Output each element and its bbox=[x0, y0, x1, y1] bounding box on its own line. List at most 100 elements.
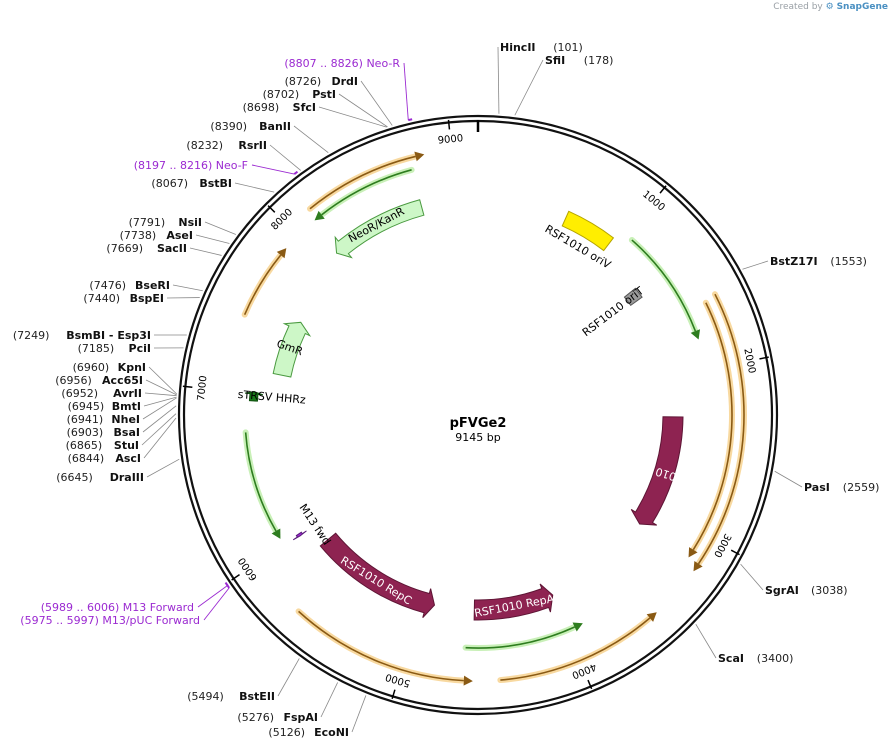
site-name-asei: AseI bbox=[166, 229, 193, 242]
site-bseri[interactable]: BseRI(7476) bbox=[89, 279, 203, 292]
site-nsii[interactable]: NsiI(7791) bbox=[129, 216, 237, 235]
feature-label-neor-kanr: NeoR/KanR bbox=[346, 205, 407, 246]
site-scai[interactable]: ScaI(3400) bbox=[695, 623, 794, 665]
site-psti[interactable]: PstI(8702) bbox=[263, 88, 388, 128]
site-asei[interactable]: AseI(7738) bbox=[120, 229, 230, 244]
site-pos-bsmbi-esp3i: (7249) bbox=[13, 329, 50, 342]
site-name-nhei: NheI bbox=[111, 413, 140, 426]
feature-rsf1010-orit[interactable]: RSF1010 oriT bbox=[580, 284, 647, 339]
site-pos-banii: (8390) bbox=[210, 120, 247, 133]
feature-gmr[interactable]: GmR bbox=[272, 321, 312, 378]
feature-label-strsv-hhrz: sTRSV HHRz bbox=[237, 388, 306, 407]
site-sfci[interactable]: SfcI(8698) bbox=[243, 101, 387, 128]
feature-shape-rsf1010-repc[interactable] bbox=[319, 532, 436, 618]
site-sacii[interactable]: SacII(7669) bbox=[106, 242, 222, 256]
green-arc-2 bbox=[465, 626, 575, 649]
site-name-bsmbi-esp3i: BsmBI - Esp3I bbox=[66, 329, 151, 342]
site-pcii[interactable]: PciI(7185) bbox=[78, 342, 184, 355]
primer-label-0: (8807 .. 8826) Neo-R bbox=[284, 57, 400, 70]
green-arc-1 bbox=[631, 239, 697, 332]
site-pos-draiii: (6645) bbox=[56, 471, 93, 484]
site-hincii[interactable]: HincII(101) bbox=[497, 41, 583, 114]
feature-shape-strsv-hhrz[interactable] bbox=[244, 391, 264, 402]
primer-8197-8216-neo-f[interactable]: (8197 .. 8216) Neo-F bbox=[134, 159, 299, 175]
backbone-outer-ring bbox=[177, 114, 779, 716]
site-leader-econi bbox=[351, 695, 367, 733]
orange-arc-2 bbox=[692, 302, 733, 551]
feature-shape-neor-kanr[interactable] bbox=[334, 199, 425, 259]
site-name-pasi: PasI bbox=[804, 481, 830, 494]
site-bmti[interactable]: BmtI(6945) bbox=[68, 396, 177, 413]
site-kpni[interactable]: KpnI(6960) bbox=[73, 361, 178, 395]
site-leader-sfci bbox=[318, 106, 387, 128]
site-pos-nsii: (7791) bbox=[129, 216, 166, 229]
site-bsai[interactable]: BsaI (6903) bbox=[67, 405, 177, 439]
site-bsteii[interactable]: BstEII(5494) bbox=[187, 658, 300, 703]
site-fspai[interactable]: FspAI(5276) bbox=[237, 682, 339, 724]
orange-arc-arrowhead-3 bbox=[646, 612, 657, 622]
site-leader-kpni bbox=[148, 366, 178, 395]
site-bspei[interactable]: BspEI(7440) bbox=[83, 292, 200, 305]
feature-rsf1010-repb[interactable]: RSF1010 RepB bbox=[624, 416, 705, 526]
site-name-bsai: BsaI bbox=[114, 426, 140, 439]
green-arc-arrowhead-2 bbox=[572, 622, 583, 632]
green-feature-layer bbox=[242, 166, 701, 651]
feature-shape-rsf1010-repb[interactable] bbox=[630, 416, 684, 526]
site-pos-sfii: (178) bbox=[584, 54, 614, 67]
tick-mark-4000 bbox=[587, 679, 593, 690]
site-leader-nhei bbox=[142, 397, 177, 420]
primer-8807-8826-neo-r[interactable]: (8807 .. 8826) Neo-R bbox=[284, 57, 413, 122]
tick-mark-2000 bbox=[759, 356, 769, 360]
snapgene-credit: Created by ⚙ SnapGene bbox=[773, 2, 888, 12]
feature-m13-fwd[interactable]: M13 fwd bbox=[292, 502, 333, 548]
credit-prefix: Created by bbox=[773, 2, 823, 12]
primer-5989-6006-m13-forward[interactable]: (5989 .. 6006) M13 Forward bbox=[41, 581, 229, 614]
primer-leader-2 bbox=[197, 585, 228, 608]
site-bstz17i[interactable]: BstZ17I(1553) bbox=[742, 255, 867, 270]
site-pos-bsai: (6903) bbox=[67, 426, 104, 439]
site-leader-fspai bbox=[320, 682, 339, 718]
feature-neor-kanr[interactable]: NeoR/KanR bbox=[334, 199, 425, 259]
site-stui[interactable]: StuI(6865) bbox=[66, 413, 177, 452]
site-name-sfci: SfcI bbox=[293, 101, 316, 114]
site-avrii[interactable]: AvrII(6952) bbox=[61, 387, 177, 400]
site-acc65i[interactable]: Acc65I(6956) bbox=[55, 374, 177, 396]
feature-shape-rsf1010-orit[interactable] bbox=[623, 287, 643, 307]
site-pos-bseri: (7476) bbox=[89, 279, 126, 292]
feature-shape-gmr[interactable] bbox=[272, 321, 312, 378]
site-name-scai: ScaI bbox=[718, 652, 744, 665]
feature-shape-rsf1010-oriv[interactable] bbox=[561, 210, 615, 252]
site-pasi[interactable]: PasI(2559) bbox=[774, 470, 880, 494]
site-name-sfii: SfiI bbox=[545, 54, 565, 67]
site-nhei[interactable]: NheI(6941) bbox=[67, 397, 177, 426]
feature-shape-m13-fwd[interactable] bbox=[292, 530, 307, 541]
tick-mark-7000 bbox=[182, 385, 193, 388]
feature-rsf1010-oriv[interactable]: RSF1010 oriV bbox=[543, 210, 615, 272]
site-bstbi[interactable]: BstBI(8067) bbox=[151, 177, 275, 193]
site-sgrai[interactable]: SgrAI(3038) bbox=[740, 563, 848, 597]
site-econi[interactable]: EcoNI(5126) bbox=[268, 695, 367, 739]
site-leader-sgrai bbox=[740, 563, 764, 591]
site-draiii[interactable]: DraIII(6645) bbox=[56, 458, 180, 484]
primer-5975-5997-m13-puc-forward[interactable]: (5975 .. 5997) M13/pUC Forward bbox=[20, 583, 230, 627]
tick-mark-3000 bbox=[730, 549, 740, 556]
site-rsrii[interactable]: RsrII(8232) bbox=[186, 139, 301, 171]
site-leader-bseri bbox=[172, 284, 203, 292]
site-leader-sacii bbox=[189, 247, 222, 256]
feature-shape-rsf1010-repa[interactable] bbox=[473, 583, 554, 621]
primer-mark-0 bbox=[408, 118, 413, 122]
site-bsmbi-esp3i[interactable]: BsmBI - Esp3I (7249) bbox=[13, 329, 187, 342]
feature-rsf1010-repc[interactable]: RSF1010 RepC bbox=[319, 532, 436, 618]
feature-rsf1010-repa[interactable]: RSF1010 RepA bbox=[473, 583, 556, 621]
feature-strsv-hhrz[interactable]: sTRSV HHRz bbox=[237, 388, 306, 407]
snapgene-logo-icon: ⚙ bbox=[825, 2, 834, 12]
site-asci[interactable]: AscI(6844) bbox=[68, 417, 177, 465]
tick-label-7000: 7000 bbox=[196, 375, 209, 401]
site-drdi[interactable]: DrdI(8726) bbox=[285, 75, 393, 126]
site-sfii[interactable]: SfiI (178) bbox=[514, 54, 614, 116]
site-name-bsteii: BstEII bbox=[239, 690, 275, 703]
site-banii[interactable]: BanII(8390) bbox=[210, 120, 329, 154]
green-arc-arrowhead-0 bbox=[314, 210, 325, 221]
restriction-sites-layer: HincII(101)SfiI (178) BstZ17I(1553) PasI(25… bbox=[13, 41, 880, 739]
